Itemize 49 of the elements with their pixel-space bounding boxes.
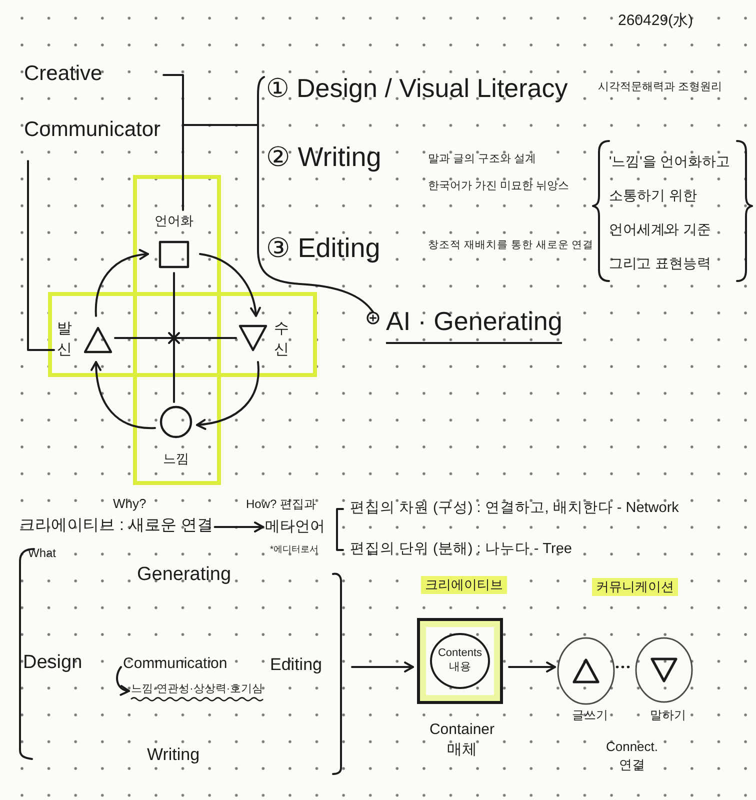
connector-line [162, 74, 380, 324]
shape-label: 느낌 [162, 451, 190, 467]
arrow [199, 253, 261, 317]
arrow [351, 662, 414, 672]
arrow [116, 666, 130, 696]
note-text: 메타언어 [265, 518, 325, 536]
note-text: Connect. 연결 [604, 738, 660, 774]
node-label: 글쓰기 [572, 708, 608, 722]
node-label: 말하기 [650, 708, 686, 722]
node-label: Container 매체 [428, 720, 496, 759]
keyword-text: Design [23, 652, 82, 675]
connector-line [27, 160, 55, 351]
note-text: 말과 글의 구조와 설계 한국어가 가진 미묘한 뉘앙스 [428, 152, 570, 194]
note-text: '느낌'을 언어화하고 소통하기 위한 언어세계와 기준 그리고 표현능력 [609, 152, 732, 273]
keyword-text: Writing [147, 745, 200, 766]
note-text: 크리에이티브 : 새로운 연결 [19, 516, 213, 536]
keyword-text: Editing [270, 655, 322, 676]
note-text: 편집의 차원 (구성) : 연결하고, 배치한다 - Network [350, 500, 679, 518]
shape-label: 언어화 [154, 213, 194, 229]
arrow [90, 361, 156, 429]
list-item: ① Design / Visual Literacy [266, 73, 568, 104]
arrow [214, 522, 264, 532]
note-text: 느낌·연관성·상상력·호기심 [131, 683, 263, 696]
note-text: 창조적 재배치를 통한 새로운 연결 [428, 239, 594, 252]
highlighted-text: 크리에이티브 [421, 576, 507, 594]
note-text: 시각적문해력과 조형원리 [598, 81, 722, 94]
note-text: How? 편집과 [246, 497, 316, 512]
title-text: Creative Communicator [24, 46, 161, 158]
keyword-text: Communication [123, 655, 228, 673]
highlighted-text: 커뮤니케이션 [592, 578, 678, 596]
connector-line [173, 272, 175, 403]
list-item: ② Writing [266, 141, 382, 174]
connector-line [114, 337, 237, 339]
arrow [94, 249, 149, 317]
list-item: ③ Editing [266, 232, 380, 264]
shape-label: 발신 [57, 319, 73, 360]
content-circle: Contents 내용 [430, 633, 490, 689]
date-text: 260429(水) [618, 12, 694, 30]
inverted-triangle-in-circle [635, 637, 693, 703]
note-text: Why? [113, 496, 146, 512]
arrow [196, 361, 260, 430]
shape-label: 수신 [274, 319, 290, 360]
note-text: 편집의 단위 (분해) : 나누다 - Tree [350, 541, 572, 558]
arrow [508, 662, 556, 672]
triangle-in-circle [557, 637, 615, 705]
note-text: What [28, 546, 56, 560]
keyword-text: Generating [137, 564, 232, 587]
underlined-heading: AI · Generating [386, 306, 562, 344]
note-text: *에디터로서 [270, 544, 319, 555]
